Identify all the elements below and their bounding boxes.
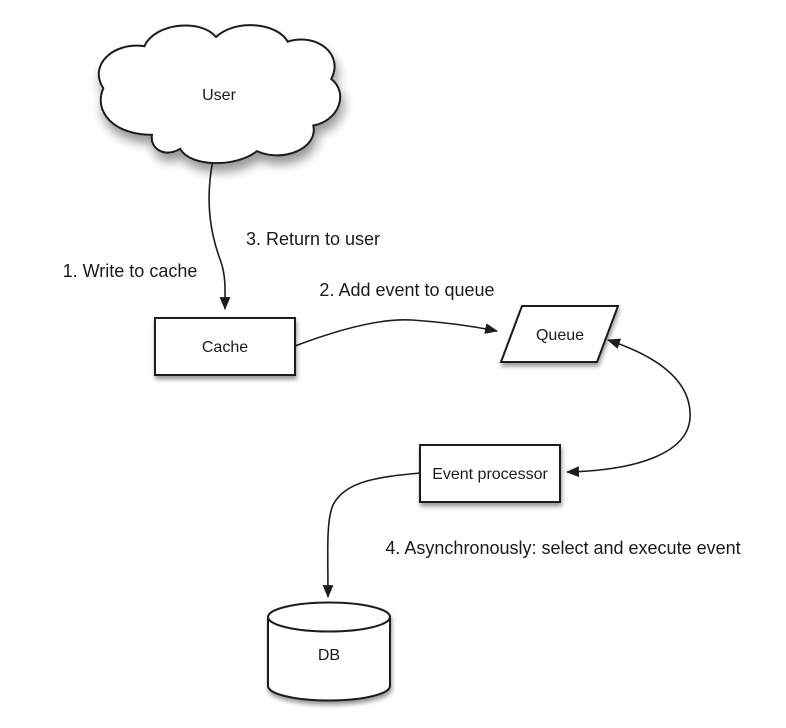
event-processor-box-shape — [419, 444, 561, 503]
cache-box-shape — [154, 317, 296, 376]
arrow-queue-event-processor-bidirectional — [565, 338, 691, 478]
edge-label-add-event-to-queue: 2. Add event to queue — [319, 280, 494, 300]
arrow-user-to-cache — [208, 159, 231, 311]
db-label: DB — [318, 647, 340, 664]
event-processor-label: Event processor — [432, 466, 548, 483]
user-cloud-shape — [99, 25, 340, 163]
arrow-cache-to-queue — [294, 318, 499, 347]
arrow-event-processor-to-db — [322, 472, 421, 599]
queue-parallelogram-shape — [499, 305, 620, 363]
queue-label: Queue — [536, 327, 584, 344]
edge-label-async-execute: 4. Asynchronously: select and execute ev… — [385, 538, 740, 558]
node-user: User — [99, 25, 340, 163]
db-cylinder-shape — [267, 601, 391, 702]
edge-label-return-to-user: 3. Return to user — [246, 229, 380, 249]
node-event-processor: Event processor — [419, 444, 561, 503]
node-db: DB — [267, 601, 391, 702]
user-label: User — [202, 87, 236, 104]
db-cylinder-rim — [267, 616, 391, 633]
node-cache: Cache — [154, 317, 296, 376]
cache-label: Cache — [202, 339, 248, 356]
edge-label-write-to-cache: 1. Write to cache — [63, 261, 198, 281]
node-queue: Queue — [499, 305, 620, 363]
